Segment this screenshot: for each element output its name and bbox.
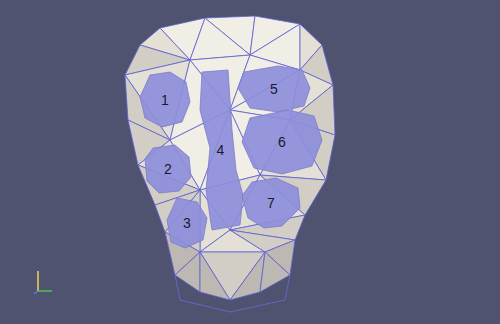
patch-region: 6 [242, 110, 322, 174]
callout-number: 5 [270, 82, 278, 96]
mesh-face [260, 252, 290, 292]
patch-fill [145, 145, 191, 193]
callout-number: 2 [164, 162, 172, 176]
patch-region: 5 [238, 66, 310, 112]
callout-number: 3 [183, 216, 191, 230]
axis-y [37, 271, 39, 291]
axis-x [38, 290, 52, 292]
mesh-face [200, 252, 230, 300]
callout-number: 1 [161, 93, 169, 107]
patch-region: 4 [198, 70, 243, 230]
patch-region: 1 [140, 72, 190, 127]
patch-fill [140, 72, 190, 127]
callout-number: 6 [278, 135, 286, 149]
mesh-face [190, 18, 250, 60]
mesh-face [230, 252, 265, 300]
patch-fill [167, 198, 207, 248]
patch-fill [242, 110, 322, 174]
patch-region: 2 [145, 145, 191, 193]
patch-region: 3 [167, 198, 207, 248]
patch-fill [238, 66, 310, 112]
callout-number: 4 [217, 143, 225, 157]
patch-fill [200, 70, 243, 230]
callout-number: 7 [267, 196, 275, 210]
patch-fill [242, 178, 300, 228]
patch-region: 7 [242, 178, 300, 228]
axis-z [34, 291, 38, 294]
mesh-face [175, 252, 200, 292]
mesh-face [200, 252, 265, 300]
